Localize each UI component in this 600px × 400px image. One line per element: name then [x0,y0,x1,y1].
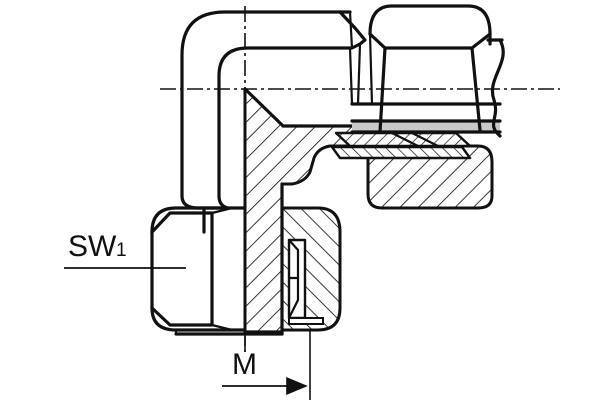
upper-nut-left-chamfer [350,26,367,50]
m-label: M [232,348,257,381]
cutting-ring [330,131,472,160]
junction-chamfer [338,10,357,30]
lower-hex-nut [150,206,284,336]
junction-line-b [348,46,354,106]
upper-nut-inner-line [368,32,374,106]
cutting-ring-taper-b [410,131,442,149]
upper-nut-top-cap [368,4,492,46]
cutting-ring-taper-a [390,131,422,149]
cutting-ring-lower [330,145,472,160]
upper-nut-left-body [378,46,387,134]
upper-nut-hex-flats [368,32,492,50]
lower-nut-flat-bottom-right [210,323,234,332]
elbow-outer-wall [180,10,352,198]
upper-nut-chamfer-line [356,42,362,106]
m-dimension: M [222,330,311,400]
lower-nut-seat-band [288,317,324,325]
sw1-callout: SW 1 [64,230,186,269]
lower-nut-flat-top-right [210,206,234,215]
lower-nut-section [280,206,342,332]
tube-break-line [490,38,505,138]
elbow-nut-junction-detail [338,10,357,106]
upper-hex-nut [350,4,492,134]
lower-nut-ferrule-wedge [287,238,300,320]
sw1-label: SW [68,230,117,263]
lower-nut-top-cap [150,206,246,234]
upper-nut-right-body [470,46,482,132]
body-nut-interface [243,182,284,336]
sw1-subscript: 1 [116,240,127,261]
lower-nut-hex-flats [150,211,214,327]
junction-line-a [348,10,354,50]
tube-wall-band [352,122,500,131]
